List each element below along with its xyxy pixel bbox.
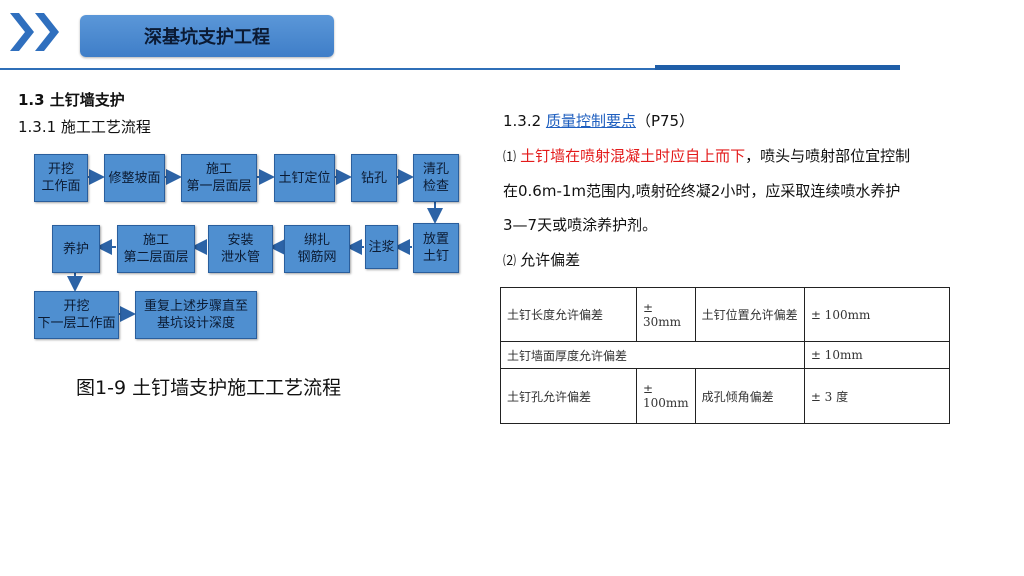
- paragraph-1-line-3: 3—7天或喷涂养护剂。: [503, 216, 658, 234]
- table-cell: 土钉长度允许偏差: [500, 287, 637, 342]
- flow-step-tie-mesh: 绑扎钢筋网: [284, 225, 350, 273]
- flow-step-next-layer: 开挖下一层工作面: [34, 291, 119, 339]
- item-number: ⑴: [503, 150, 521, 165]
- figure-caption: 图1-9 土钉墙支护施工工艺流程: [76, 377, 342, 399]
- double-chevron-icon: [10, 13, 34, 51]
- paragraph-1-line-1: ⑴ 土钉墙在喷射混凝土时应自上而下，喷头与喷射部位宜控制: [503, 145, 910, 166]
- paragraph-1-line-2: 在0.6m-1m范围内,喷射砼终凝2小时，应采取连续喷水养护: [503, 182, 901, 200]
- highlight-text: 土钉墙在喷射混凝土时应自上而下: [520, 147, 746, 165]
- flow-step-nail-position: 土钉定位: [274, 154, 335, 202]
- header-divider-accent: [655, 65, 900, 70]
- header-divider: [0, 68, 900, 70]
- quality-control-link[interactable]: 质量控制要点: [545, 112, 636, 130]
- flow-step-repeat: 重复上述步骤直至基坑设计深度: [135, 291, 257, 339]
- flow-step-first-layer: 施工第一层面层: [181, 154, 257, 202]
- tolerance-table: 土钉长度允许偏差 ± 30mm 土钉位置允许偏差 ± 100mm 土钉墙面厚度允…: [500, 287, 951, 424]
- heading-page-ref: （P75）: [635, 112, 695, 130]
- table-row: 土钉墙面厚度允许偏差 ± 10mm: [500, 341, 951, 369]
- table-row: 土钉孔允许偏差 ± 100mm 成孔倾角偏差 ± 3 度: [500, 368, 951, 424]
- table-cell: ± 30mm: [635, 287, 696, 342]
- table-cell: ± 10mm: [803, 341, 951, 369]
- flow-step-excavate: 开挖工作面: [34, 154, 88, 202]
- table-row: 土钉长度允许偏差 ± 30mm 土钉位置允许偏差 ± 100mm: [500, 287, 951, 342]
- quality-heading: 1.3.2 质量控制要点（P75）: [503, 110, 694, 131]
- table-cell: 成孔倾角偏差: [694, 368, 805, 424]
- subsection-title: 1.3.1 施工工艺流程: [18, 118, 151, 136]
- page-title: 深基坑支护工程: [80, 15, 334, 57]
- flow-step-cure: 养护: [52, 225, 100, 273]
- section-title: 1.3 土钉墙支护: [18, 91, 125, 109]
- chevron-icon: [35, 13, 59, 51]
- flow-step-drain-pipe: 安装泄水管: [208, 225, 273, 273]
- table-cell: ± 100mm: [803, 287, 951, 342]
- body-text: 允许偏差: [520, 251, 581, 269]
- flow-step-trim-slope: 修整坡面: [104, 154, 165, 202]
- paragraph-2: ⑵ 允许偏差: [503, 249, 580, 270]
- table-cell: ± 3 度: [803, 368, 951, 424]
- flow-step-grout: 注浆: [365, 225, 398, 269]
- flow-step-clean-inspect: 清孔检查: [413, 154, 459, 202]
- flow-step-drill: 钻孔: [351, 154, 397, 202]
- table-cell: 土钉孔允许偏差: [500, 368, 637, 424]
- table-cell: 土钉位置允许偏差: [694, 287, 805, 342]
- flow-step-second-layer: 施工第二层面层: [117, 225, 195, 273]
- item-number: ⑵: [503, 254, 521, 269]
- table-cell: 土钉墙面厚度允许偏差: [500, 341, 805, 369]
- body-text: ，喷头与喷射部位宜控制: [745, 147, 911, 165]
- heading-number: 1.3.2: [503, 112, 546, 130]
- table-cell: ± 100mm: [635, 368, 696, 424]
- flow-step-place-nail: 放置土钉: [413, 223, 459, 273]
